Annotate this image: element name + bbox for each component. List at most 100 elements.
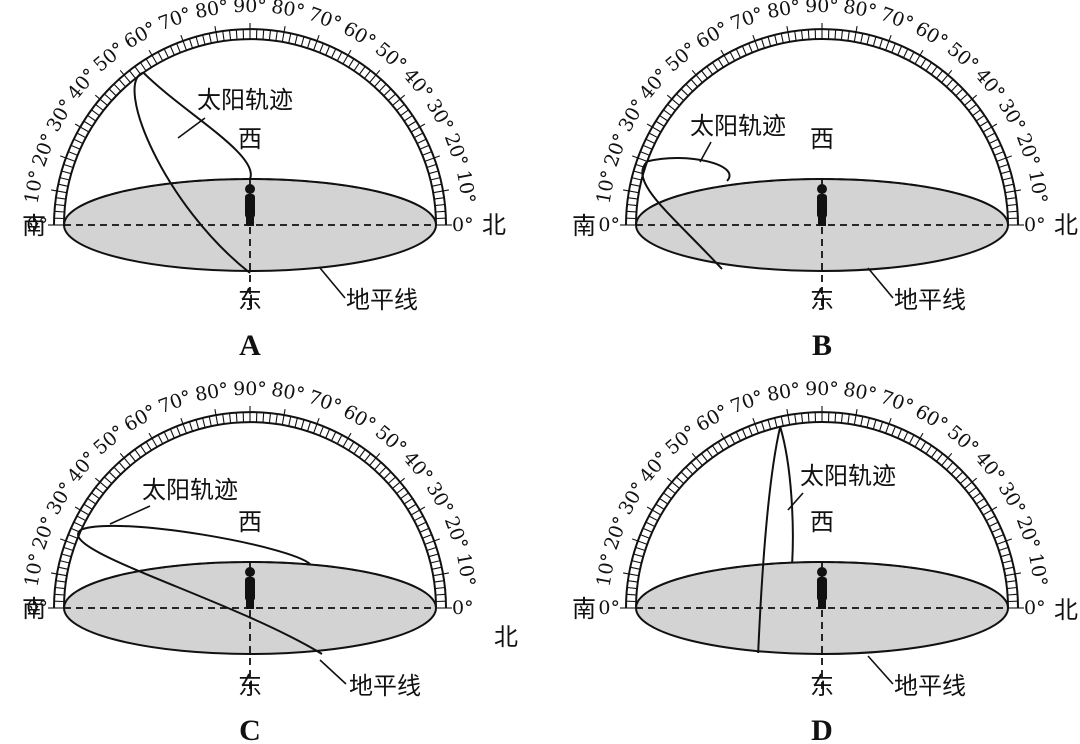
horizon-back-edge — [635, 561, 1009, 609]
scale-tick — [435, 593, 446, 596]
scale-tick — [834, 29, 837, 40]
degree-label-30: 30° — [994, 95, 1030, 135]
scale-tick — [163, 48, 169, 59]
sun-track — [757, 426, 794, 654]
scale-tick — [426, 163, 437, 169]
scale-tick — [74, 123, 90, 133]
scale-tick — [685, 466, 694, 475]
scale-tick — [767, 36, 772, 47]
scale-tick — [202, 417, 206, 428]
observer-body — [817, 194, 827, 218]
scale-tick — [891, 43, 896, 53]
observer-head — [817, 184, 827, 194]
degree-label-10: 10° — [21, 168, 49, 205]
observer-legs — [246, 599, 254, 609]
degree-label-80: 80° — [270, 0, 307, 23]
scale-tick — [163, 431, 169, 442]
scale-tick — [95, 103, 104, 111]
scale-tick — [342, 49, 352, 65]
scale-tick — [73, 138, 84, 144]
degree-label-30: 30° — [614, 95, 650, 135]
sun-track — [641, 157, 731, 270]
scale-tick — [83, 503, 93, 510]
scale-tick — [176, 426, 181, 436]
scale-tick — [157, 51, 164, 62]
west-label: 西 — [810, 125, 834, 153]
sun-track — [77, 524, 323, 655]
sun-track-label: 太阳轨迹 — [197, 86, 293, 114]
horizon-leader — [319, 659, 347, 685]
scale-tick — [975, 497, 985, 505]
scale-tick — [659, 114, 669, 122]
degree-label-80: 80° — [193, 0, 230, 23]
observer-legs — [246, 216, 254, 226]
scale-tick — [711, 445, 719, 455]
scale-tick — [396, 486, 405, 494]
scale-tick — [878, 38, 884, 49]
scale-tick — [800, 413, 804, 424]
degree-label-60: 60° — [339, 17, 379, 53]
scale-tick — [720, 432, 730, 448]
scale-tick — [288, 416, 292, 427]
scale-tick — [950, 83, 959, 92]
scale-tick — [959, 93, 969, 101]
degree-label-40: 40° — [63, 64, 102, 104]
scale-tick — [313, 35, 320, 51]
scale-tick — [87, 497, 97, 505]
degree-label-80: 80° — [270, 379, 307, 407]
scale-tick — [1002, 177, 1013, 181]
scale-tick — [70, 144, 81, 150]
horizon-label: 地平线 — [894, 286, 966, 314]
scale-tick — [998, 546, 1009, 552]
scale-tick — [83, 120, 93, 127]
degree-label-90: 90° — [805, 0, 839, 17]
horizon-label: 地平线 — [349, 672, 421, 700]
degree-label-0-north: 0° — [452, 214, 474, 236]
scale-tick — [145, 441, 152, 451]
scale-tick — [424, 155, 440, 162]
degree-label-70: 70° — [305, 386, 344, 418]
scale-tick — [119, 452, 131, 466]
horizon-leader — [867, 655, 894, 685]
scale-tick — [663, 492, 672, 500]
scale-tick — [700, 453, 708, 462]
degree-label-50: 50° — [661, 38, 701, 77]
scale-tick — [711, 62, 719, 72]
degree-label-40: 40° — [635, 447, 674, 487]
scale-tick — [431, 566, 442, 570]
degree-label-40: 40° — [399, 64, 438, 104]
scale-tick — [91, 109, 100, 117]
observer-body — [245, 194, 255, 218]
scale-tick — [61, 553, 72, 558]
scale-tick — [148, 432, 158, 448]
altitude-scale-ticks — [620, 23, 1024, 226]
scale-tick — [68, 151, 78, 156]
degree-label-50: 50° — [943, 38, 983, 77]
scale-tick — [840, 413, 844, 424]
scale-tick — [878, 421, 884, 432]
degree-label-70: 70° — [155, 386, 194, 418]
scale-tick — [979, 503, 989, 510]
scale-tick — [807, 412, 810, 423]
degree-label-20: 20° — [1012, 513, 1044, 552]
altitude-scale-ticks — [48, 406, 452, 609]
scale-tick — [369, 69, 381, 83]
degree-label-10: 10° — [1024, 168, 1052, 205]
east-label: 东 — [238, 286, 262, 314]
scale-tick — [262, 29, 265, 40]
degree-label-0-north: 0° — [1024, 597, 1046, 619]
scale-tick — [853, 409, 858, 425]
degree-label-80: 80° — [765, 379, 802, 407]
degree-label-60: 60° — [120, 17, 160, 53]
scale-tick — [145, 58, 152, 68]
scale-tick — [1005, 572, 1021, 577]
scale-tick — [353, 445, 361, 455]
scale-tick — [903, 431, 909, 442]
scale-tick — [930, 449, 938, 458]
scale-tick — [667, 486, 676, 494]
degree-label-70: 70° — [155, 3, 194, 35]
scale-tick — [348, 441, 355, 451]
scale-tick — [428, 170, 439, 175]
scale-tick — [946, 78, 954, 88]
scale-tick — [891, 426, 896, 436]
